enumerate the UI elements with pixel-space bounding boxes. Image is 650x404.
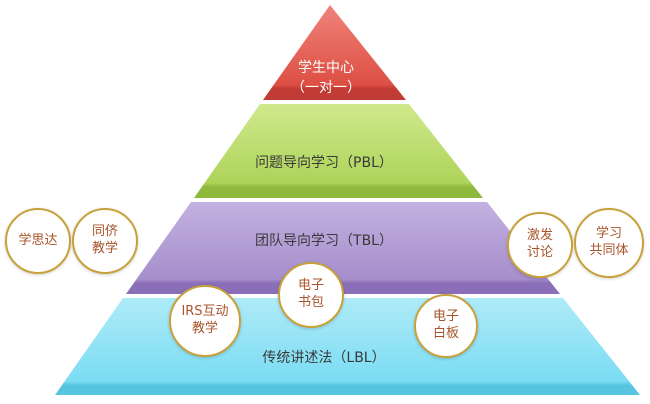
bubble-irs-interactive-teaching-line2: 教学: [191, 321, 218, 336]
bubble-peer-instruction-line1: 同侪: [91, 224, 118, 240]
bubble-xuesida: 学思达: [5, 208, 71, 274]
bubble-peer-instruction-line2: 教学: [91, 241, 118, 256]
bubble-learning-community-line2: 共同体: [589, 243, 629, 258]
bubble-e-whiteboard-line2: 白板: [432, 326, 459, 341]
pyramid-level-pbl: [194, 104, 483, 198]
bubble-irs-interactive-teaching-line1: IRS互动: [181, 304, 229, 320]
level-student-centered-label-line1: 学生中心: [298, 60, 354, 76]
bubble-peer-instruction: 同侪 教学: [72, 208, 138, 274]
pyramid-level-tbl: [126, 202, 560, 294]
bubble-e-schoolbag: 电子 书包: [278, 262, 344, 328]
bubble-e-whiteboard: 电子 白板: [414, 294, 478, 358]
level-tbl-label: 团队导向学习（TBL）: [255, 233, 393, 249]
bubble-stimulate-discussion: 激发 讨论: [507, 212, 573, 278]
bubble-e-whiteboard-line1: 电子: [432, 309, 459, 325]
bubble-learning-community-line1: 学习: [595, 226, 622, 242]
bubble-irs-interactive-teaching: IRS互动 教学: [169, 285, 241, 357]
bubble-e-schoolbag-line2: 书包: [297, 295, 324, 310]
pyramid-level-student-centered: [263, 5, 406, 100]
level-pbl-label: 问题导向学习（PBL）: [255, 155, 393, 171]
level-student-centered-label-line2: （一对一）: [291, 80, 361, 96]
level-lbl-label: 传统讲述法（LBL）: [262, 350, 385, 366]
bubble-e-schoolbag-line1: 电子: [297, 278, 324, 294]
bubble-learning-community: 学习 共同体: [574, 208, 644, 278]
bubble-xuesida-label: 学思达: [18, 232, 58, 248]
bubble-stimulate-discussion-line2: 讨论: [526, 245, 553, 260]
pyramid-level-lbl: [55, 298, 640, 395]
bubble-stimulate-discussion-line1: 激发: [526, 228, 553, 244]
